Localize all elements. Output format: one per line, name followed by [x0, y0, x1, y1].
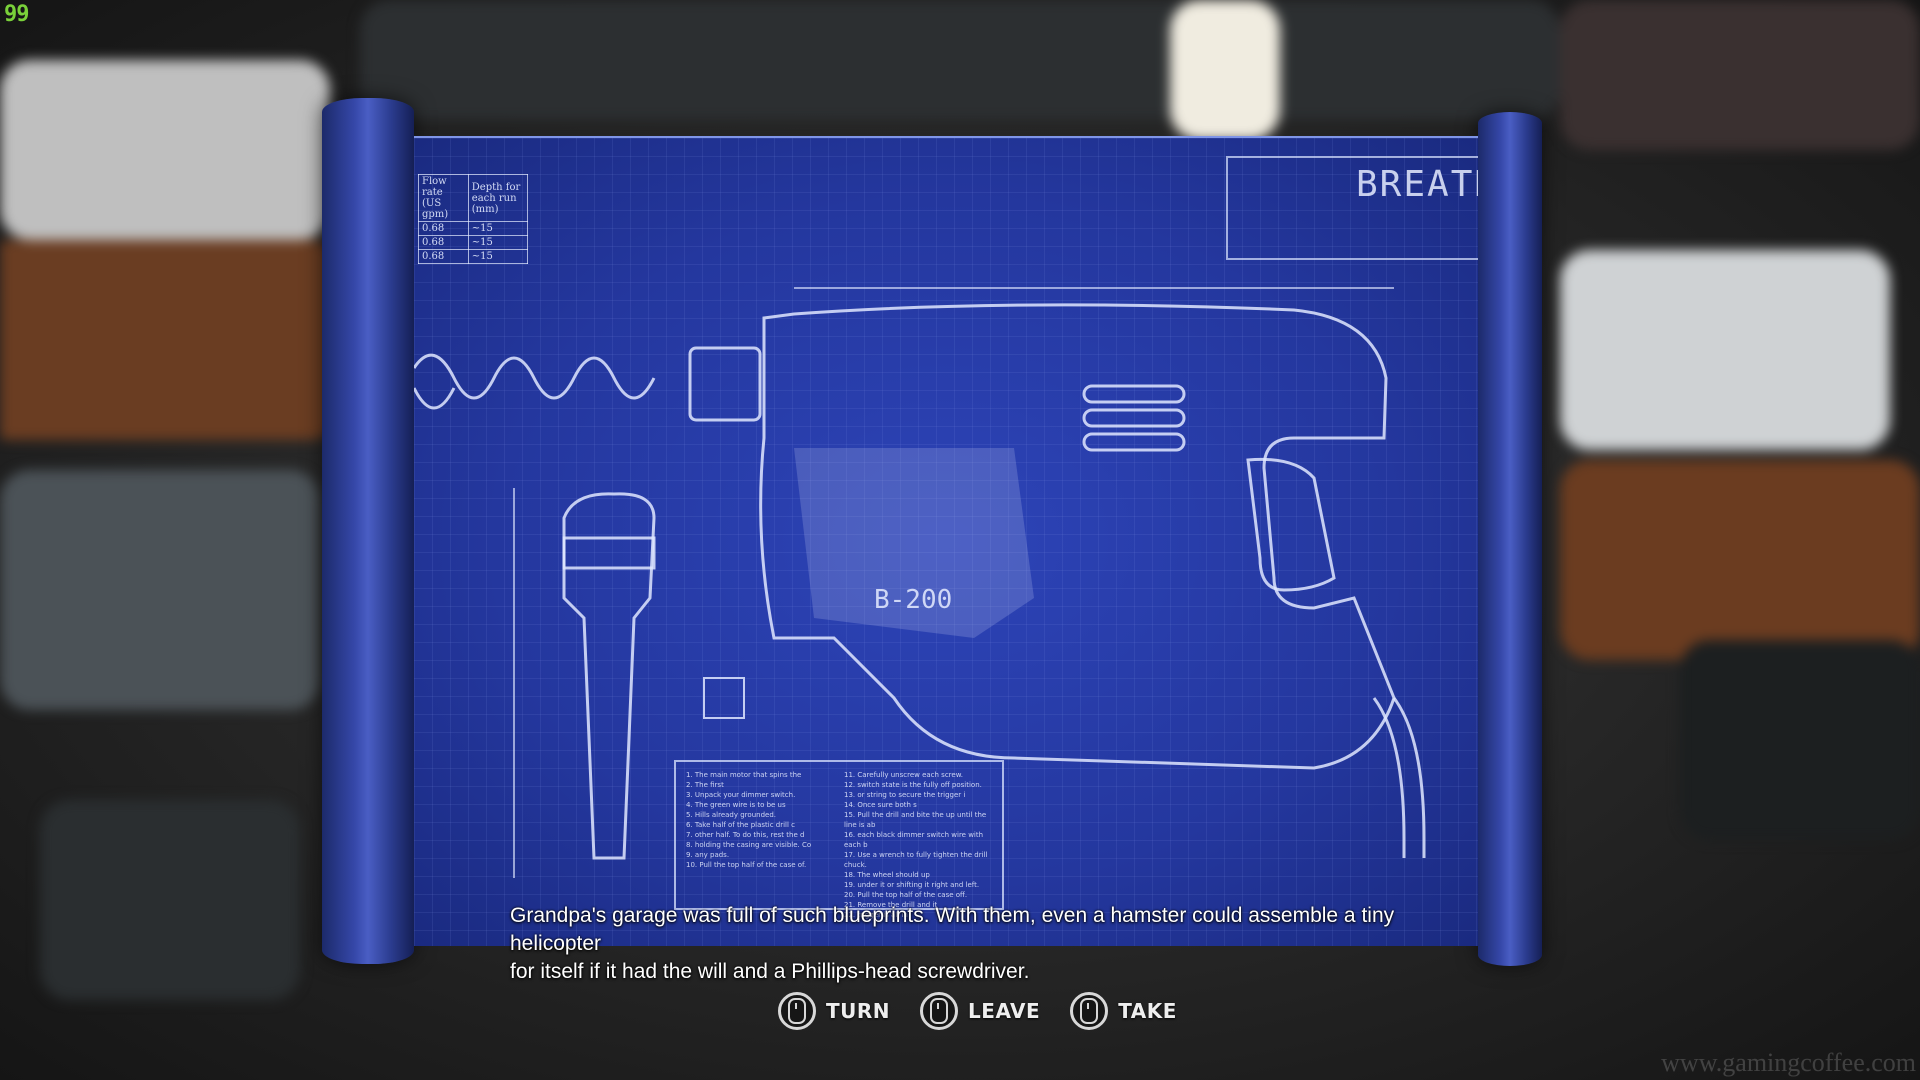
note-line: 2. The first: [686, 781, 724, 789]
fps-counter: 99: [4, 2, 29, 27]
note-line: 10. Pull the top half of the case of.: [686, 861, 807, 869]
blueprint-title: BREATHE: [1356, 164, 1478, 205]
note-line: 11. Carefully unscrew each screw.: [844, 771, 964, 779]
leave-prompt[interactable]: LEAVE: [920, 992, 1040, 1030]
flow-rate-table: Flow rate (US gpm) Depth for each run (m…: [418, 174, 529, 264]
turn-label: TURN: [826, 999, 891, 1023]
note-line: 9. any pads.: [686, 851, 730, 859]
mouse-icon: [920, 992, 959, 1030]
blueprint-title-block: BREATHE: [1226, 156, 1478, 260]
note-line: 16. each black dimmer switch wire with e…: [844, 831, 984, 849]
note-line: 4. The green wire is to be us: [686, 801, 786, 809]
note-line: 22. trigger is all in: [844, 911, 908, 919]
drill-drawing: B-200: [414, 287, 1426, 878]
note-line: 14. Once sure both s: [844, 801, 917, 809]
mouse-icon: [778, 992, 816, 1030]
assembly-notes: 1. The main motor that spins the 2. The …: [674, 760, 1004, 919]
subtitle-line: Grandpa's garage was full of such bluepr…: [510, 904, 1395, 955]
mouse-icon: [1070, 992, 1109, 1030]
note-line: 3. Unpack your dimmer switch.: [686, 791, 796, 799]
note-line: 12. switch state is the fully off positi…: [844, 781, 982, 789]
action-prompts: TURN LEAVE TAKE: [778, 992, 1177, 1030]
note-line: 6. Take half of the plastic drill c: [686, 821, 796, 829]
notes-column-right: 11. Carefully unscrew each screw. 12. sw…: [844, 770, 992, 919]
subtitle-line: for itself if it had the will and a Phil…: [510, 960, 1030, 983]
note-line: 19. under it or shifting it right and le…: [844, 881, 980, 889]
take-prompt[interactable]: TAKE: [1070, 992, 1177, 1030]
scroll-left-roll: [322, 98, 414, 964]
note-line: 15. Pull the drill and bite the up until…: [844, 811, 987, 829]
model-label: B-200: [874, 585, 952, 615]
note-line: 17. Use a wrench to fully tighten the dr…: [844, 851, 988, 869]
watermark: www.gamingcoffee.com: [1661, 1048, 1916, 1077]
turn-prompt[interactable]: TURN: [778, 992, 890, 1030]
blueprint-sheet: Flow rate (US gpm) Depth for each run (m…: [414, 136, 1478, 946]
subtitle-text: Grandpa's garage was full of such bluepr…: [510, 902, 1430, 986]
note-line: 7. other half. To do this, rest the d: [686, 831, 805, 839]
note-line: 18. The wheel should up: [844, 871, 930, 879]
take-label: TAKE: [1118, 999, 1177, 1023]
leave-label: LEAVE: [968, 999, 1041, 1023]
scroll-right-roll: [1478, 112, 1542, 966]
note-line: 13. or string to secure the trigger i: [844, 791, 966, 799]
note-line: 8. holding the casing are visible. Co: [686, 841, 812, 849]
note-line: 21. Remove the drill and it: [844, 901, 938, 909]
notes-column-left: 1. The main motor that spins the 2. The …: [686, 770, 834, 900]
note-line: 20. Pull the top half of the case off.: [844, 891, 968, 899]
depth-header: Depth for each run (mm): [467, 174, 529, 222]
note-line: 5. Hills already grounded.: [686, 811, 776, 819]
table-cell: ~15: [467, 249, 529, 264]
note-line: 1. The main motor that spins the: [686, 771, 802, 779]
